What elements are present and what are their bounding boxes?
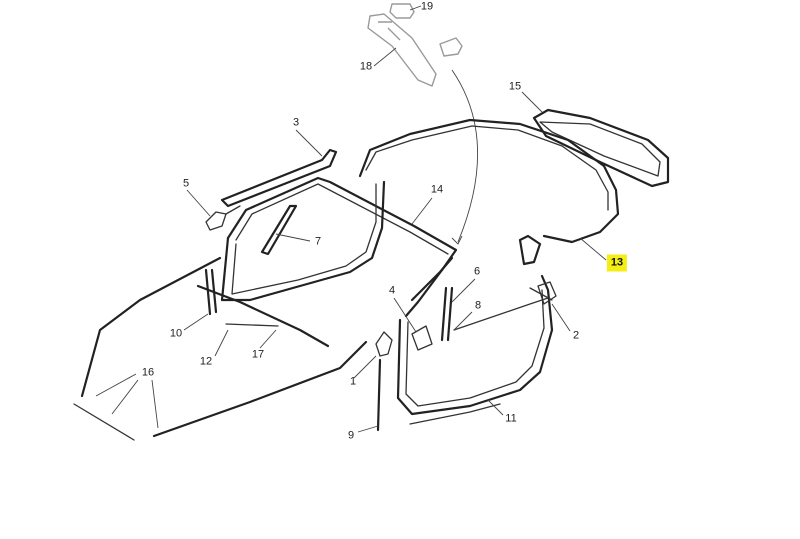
part-12-strip: [225, 323, 279, 327]
part-14-windshield-seal: [220, 176, 458, 318]
callout-3: 3: [292, 116, 300, 129]
callout-14: 14: [430, 183, 444, 196]
callout-5: 5: [182, 177, 190, 190]
part-17-strip: [196, 284, 330, 348]
part-15-roof-seal: [532, 108, 670, 188]
part-16-beltline: [73, 256, 368, 441]
callout-10: 10: [169, 327, 183, 340]
callout-16: 16: [141, 366, 155, 379]
callout-12: 12: [199, 355, 213, 368]
part-13-roof-weatherstrip: [358, 118, 620, 266]
callout-19: 19: [420, 0, 434, 13]
part-8-strip: [453, 287, 553, 331]
callout-4: 4: [388, 284, 396, 297]
part-7-strip: [260, 204, 298, 256]
part-1-bracket: [375, 331, 393, 357]
callout-9: 9: [347, 429, 355, 442]
part-18-bracket: [367, 13, 437, 87]
callout-17: 17: [251, 348, 265, 361]
callout-18: 18: [359, 60, 373, 73]
part-3-molding: [220, 148, 338, 208]
callout-6: 6: [473, 265, 481, 278]
callout-15: 15: [508, 80, 522, 93]
callout-11: 11: [505, 412, 517, 425]
callout-7: 7: [314, 235, 322, 248]
part-9-rod: [376, 358, 382, 432]
part-11-door-seal: [396, 256, 554, 425]
callout-13-highlighted: 13: [606, 254, 628, 272]
callout-2: 2: [572, 329, 580, 342]
leader-lines: [95, 5, 607, 433]
callout-8: 8: [474, 299, 482, 312]
part-5-clip: [205, 205, 241, 231]
part-4-bracket: [411, 325, 433, 351]
part-2-bracket: [537, 281, 557, 305]
part-19-clip: [389, 3, 463, 57]
part-6-channel: [440, 286, 454, 342]
callout-1: 1: [349, 375, 357, 388]
